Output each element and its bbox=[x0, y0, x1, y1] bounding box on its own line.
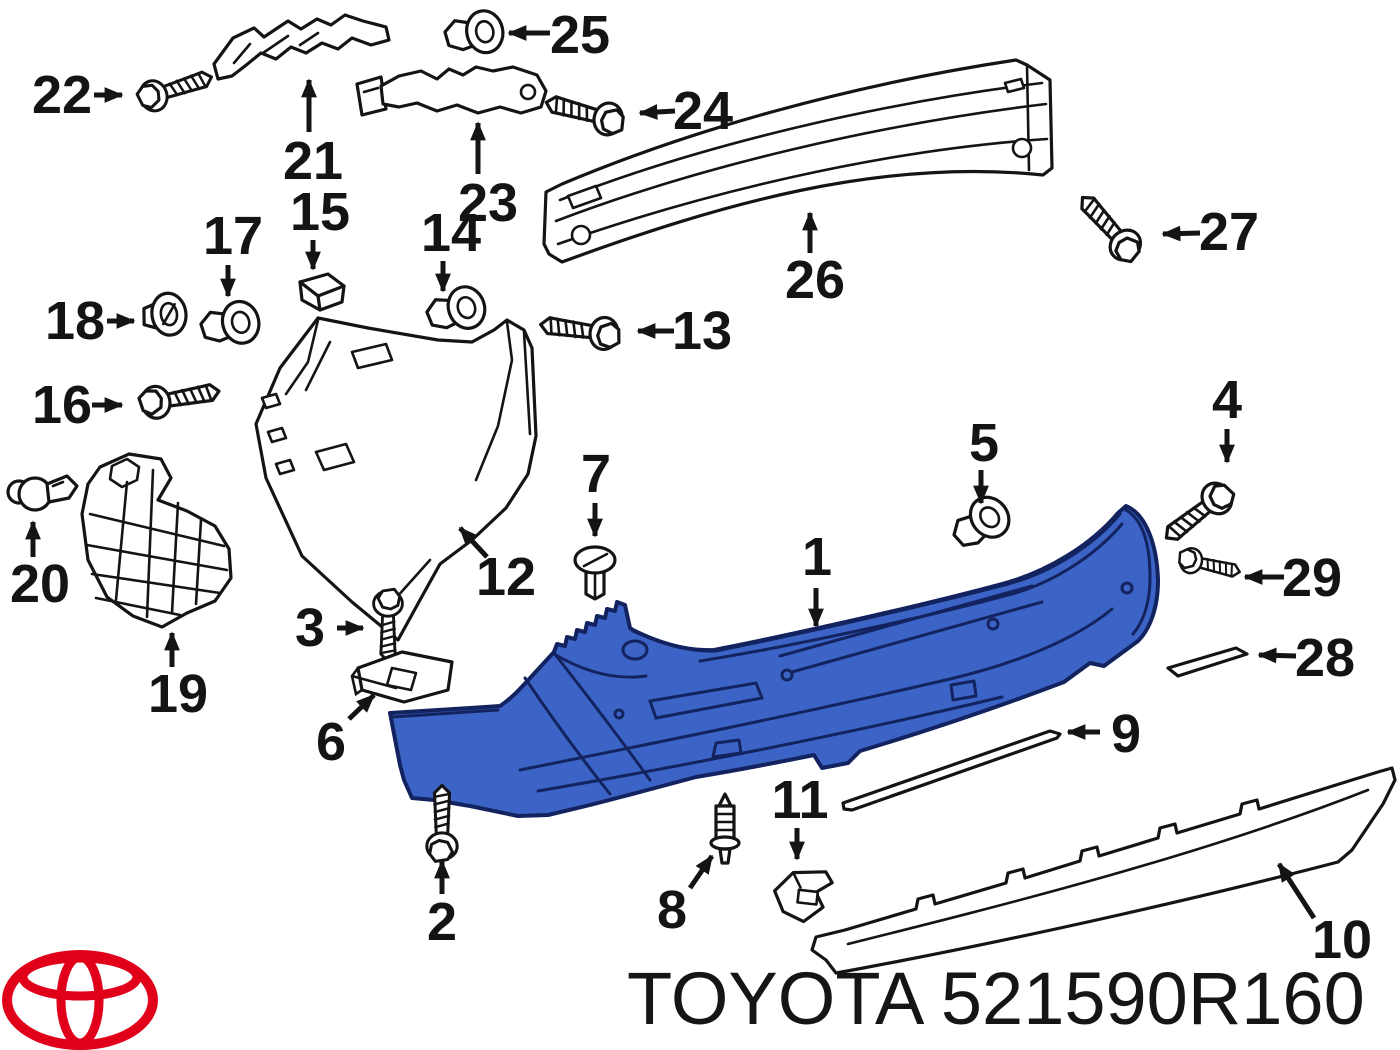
callout-label-22: 22 bbox=[32, 65, 92, 125]
part-12-corner-trim bbox=[254, 316, 538, 642]
part-20-clip bbox=[6, 474, 79, 512]
callout-label-10: 10 bbox=[1312, 910, 1372, 970]
part-11-clip bbox=[773, 870, 834, 924]
callout-label-9: 9 bbox=[1111, 704, 1141, 764]
part-15-spacer bbox=[298, 272, 346, 312]
callout-label-13: 13 bbox=[672, 301, 732, 361]
part-25-clip bbox=[440, 5, 509, 62]
part-13-screw bbox=[536, 307, 624, 354]
part-8-pushpin bbox=[709, 792, 741, 865]
footer-part-number: TOYOTA 521590R160 bbox=[627, 957, 1365, 1040]
part-24-screw bbox=[540, 85, 630, 141]
callout-label-27: 27 bbox=[1199, 202, 1259, 262]
part-19-side-bracket bbox=[80, 452, 233, 629]
part-1-bumper-cover bbox=[388, 504, 1160, 818]
part-16-screw bbox=[135, 373, 224, 423]
part-9-tape-strip bbox=[841, 729, 1062, 812]
part-10-lower-trim bbox=[810, 766, 1397, 975]
part-26-reinforcement-bar bbox=[542, 58, 1054, 264]
part-18-clip bbox=[138, 289, 191, 341]
callout-label-16: 16 bbox=[32, 375, 92, 435]
callout-label-11: 11 bbox=[771, 770, 828, 830]
callout-label-19: 19 bbox=[148, 664, 208, 724]
callout-arrow-28 bbox=[1257, 647, 1297, 664]
callout-label-4: 4 bbox=[1212, 370, 1242, 430]
part-27-screw bbox=[1069, 185, 1150, 270]
callout-label-25: 25 bbox=[550, 5, 610, 65]
callout-label-17: 17 bbox=[203, 206, 263, 266]
callout-arrow-10 bbox=[1276, 862, 1317, 920]
part-14-clip bbox=[421, 280, 492, 342]
toyota-logo bbox=[2, 950, 158, 1050]
callout-label-24: 24 bbox=[673, 81, 733, 141]
part-6-clip-nut bbox=[350, 650, 454, 704]
part-4-screw bbox=[1154, 474, 1241, 553]
callout-label-5: 5 bbox=[969, 413, 999, 473]
part-23-bracket bbox=[355, 65, 548, 117]
callout-arrow-27 bbox=[1161, 225, 1201, 242]
callout-layer: 1234567891011121314151617181920212223242… bbox=[10, 5, 1372, 970]
callout-label-2: 2 bbox=[427, 892, 457, 952]
callout-arrow-12 bbox=[458, 526, 489, 559]
part-21-bracket bbox=[212, 13, 391, 81]
callout-label-23: 23 bbox=[458, 173, 518, 233]
callout-label-18: 18 bbox=[45, 291, 105, 351]
callout-arrow-8 bbox=[687, 854, 715, 890]
callout-label-29: 29 bbox=[1282, 548, 1342, 608]
part-7-pushpin bbox=[573, 545, 617, 601]
callout-label-14: 14 bbox=[421, 203, 481, 263]
callout-label-20: 20 bbox=[10, 554, 70, 614]
callout-label-21: 21 bbox=[283, 131, 343, 191]
callout-label-26: 26 bbox=[785, 250, 845, 310]
callout-arrow-6 bbox=[347, 693, 376, 721]
part-29-screw bbox=[1174, 544, 1244, 586]
part-17-clip bbox=[196, 296, 265, 354]
callout-label-7: 7 bbox=[581, 444, 611, 504]
callout-label-6: 6 bbox=[316, 712, 346, 772]
callout-label-3: 3 bbox=[295, 598, 325, 658]
callout-arrow-24 bbox=[638, 104, 676, 120]
callout-label-28: 28 bbox=[1295, 628, 1355, 688]
callout-label-15: 15 bbox=[290, 182, 350, 242]
part-28-tape-strip bbox=[1166, 646, 1249, 678]
callout-label-8: 8 bbox=[657, 880, 687, 940]
callout-label-1: 1 bbox=[802, 527, 832, 587]
callout-label-12: 12 bbox=[476, 547, 536, 607]
part-22-screw bbox=[132, 61, 218, 117]
